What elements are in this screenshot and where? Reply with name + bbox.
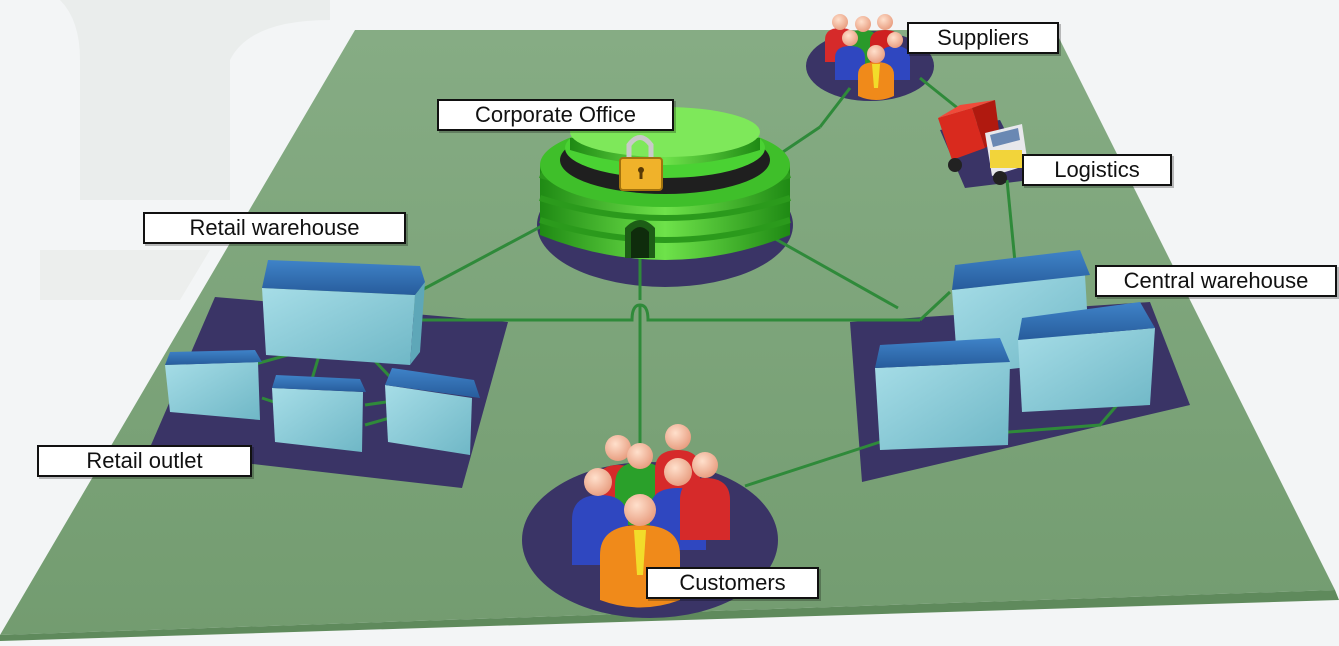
customers-label: Customers <box>646 567 819 599</box>
store-icon <box>385 368 480 455</box>
background-watermark-2 <box>40 250 210 300</box>
central-warehouse-label: Central warehouse <box>1095 265 1337 297</box>
people-group-icon <box>572 424 730 608</box>
background-watermark <box>60 0 330 200</box>
store-icon <box>272 375 366 452</box>
corporate-office-label: Corporate Office <box>437 99 674 131</box>
people-group-icon <box>825 14 910 100</box>
delivery-truck-icon <box>938 100 1028 185</box>
retail-outlet-label: Retail outlet <box>37 445 252 477</box>
store-icon <box>165 350 262 420</box>
retail-warehouse-label: Retail warehouse <box>143 212 406 244</box>
suppliers-label: Suppliers <box>907 22 1059 54</box>
secure-office-building-icon <box>539 107 791 260</box>
logistics-label: Logistics <box>1022 154 1172 186</box>
warehouse-icon <box>262 260 425 365</box>
warehouse-icon <box>875 338 1010 450</box>
warehouse-icon <box>1018 302 1155 412</box>
